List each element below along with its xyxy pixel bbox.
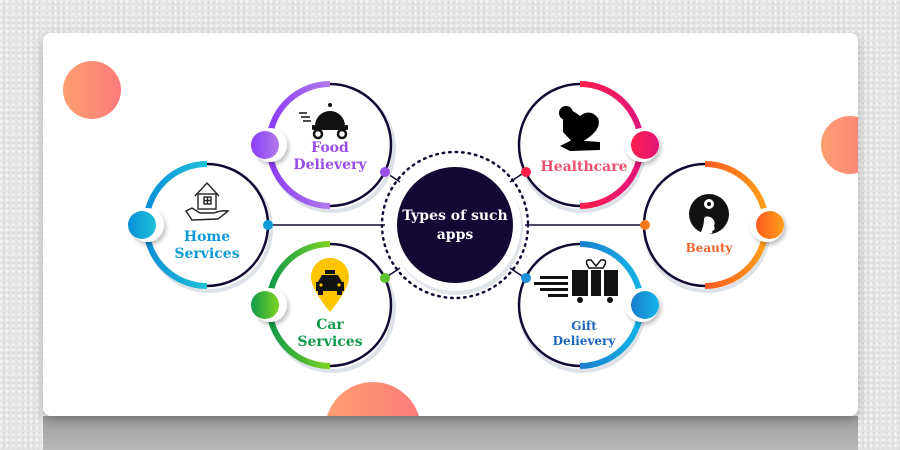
node-car-services [251, 241, 396, 373]
node-gift-delivery [517, 241, 659, 373]
label-line1: Healthcare [540, 159, 628, 175]
label-line1: Gift [571, 319, 597, 333]
label-line2: Services [297, 334, 363, 350]
decor-blob-right [821, 116, 858, 174]
house-in-hand-icon [184, 181, 230, 221]
label-line2: Delievery [552, 334, 616, 348]
label-line1: Car [316, 317, 344, 333]
label-line1: Beauty [685, 241, 733, 255]
center-title-line2: apps [436, 227, 474, 243]
center-node [380, 150, 530, 300]
decor-blob-bottom [327, 382, 419, 416]
label-home-services: Home Services [174, 229, 239, 263]
diagram-canvas [63, 61, 858, 416]
label-healthcare: Healthcare [540, 159, 627, 176]
label-gift-delivery: Gift Delievery [553, 319, 616, 349]
label-line2: Delievery [293, 157, 367, 173]
card-shadow [43, 416, 858, 450]
label-beauty: Beauty [686, 240, 733, 257]
node-food-delivery [251, 81, 396, 213]
center-title-line1: Types of such [402, 208, 508, 224]
gift-delivery-cart-icon [534, 259, 618, 303]
woman-profile-flower-icon [689, 194, 729, 234]
center-title: Types of such apps [400, 207, 510, 245]
node-beauty [640, 161, 784, 293]
heart-in-hand-icon [559, 106, 600, 151]
infographic-card: Types of such apps Food Delievery Home S… [43, 33, 858, 416]
label-line1: Home [183, 229, 231, 245]
label-car-services: Car Services [297, 317, 362, 351]
label-line1: Food [311, 140, 349, 156]
food-delivery-cart-icon [299, 103, 348, 140]
label-food-delivery: Food Delievery [293, 140, 366, 174]
node-home-services [128, 161, 273, 293]
node-healthcare [517, 81, 659, 213]
decor-blob-top-left [63, 61, 121, 119]
label-line2: Services [174, 246, 240, 262]
taxi-pin-icon [311, 257, 349, 312]
